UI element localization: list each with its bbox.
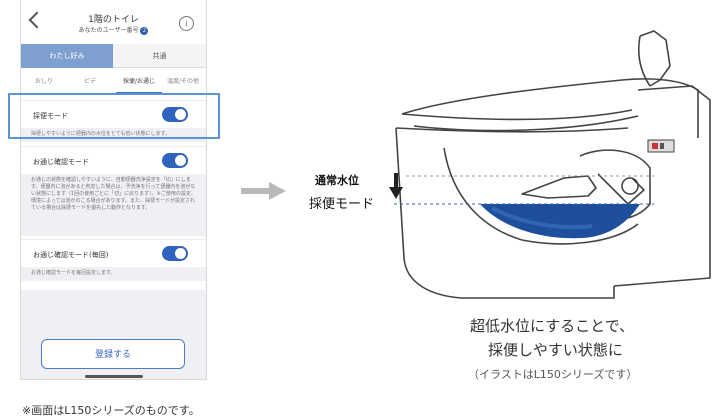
category-tabs: おしり ビデ 採便/お通じ 温度/その他 [21, 68, 206, 95]
register-button[interactable]: 登録する [41, 339, 185, 369]
toggle-knob [175, 109, 186, 120]
setting-row-saiben-mode: 採便モード [21, 100, 206, 129]
setting-label: お通じ確認モード [33, 158, 89, 166]
setting-label: 採便モード [33, 112, 68, 120]
caption-line-3: （イラストはL150シリーズです） [468, 368, 638, 381]
user-number-label: あなたのユーザー番号 [78, 27, 139, 34]
setting-label: お通じ確認モード(毎回) [33, 251, 109, 259]
toggle-knob [175, 248, 186, 259]
footnote: ※画面はL150シリーズのものです。 [22, 404, 200, 417]
toggle-saiben-mode[interactable] [162, 107, 188, 122]
setting-row-otsuji-check: お通じ確認モード [21, 146, 206, 175]
tab-temperature-other[interactable]: 温度/その他 [166, 78, 200, 85]
toilet-illustration [394, 30, 711, 299]
toggle-otsuji-check[interactable] [162, 153, 188, 168]
highlight-frame [8, 93, 220, 139]
toggle-knob [175, 155, 186, 166]
saiben-mode-level-label: 採便モード [309, 197, 375, 212]
page-title: 1階のトイレ [88, 15, 139, 25]
arrow-right-icon [241, 182, 286, 200]
caption-line-1: 超低水位にすることで、 [470, 317, 635, 335]
phone-screen: 1階のトイレ あなたのユーザー番号 2 i わたし好み 共通 おしり ビデ 採便… [20, 0, 207, 380]
tab-oshiri[interactable]: おしり [34, 78, 53, 85]
caption-line-2: 採便しやすい状態に [488, 341, 623, 359]
segment-control: わたし好み 共通 [21, 44, 206, 68]
setting-description: お通じ確認モードを毎回設定します。 [21, 267, 206, 281]
user-number-badge: 2 [140, 26, 149, 35]
home-indicator [85, 375, 143, 378]
info-icon[interactable]: i [179, 16, 194, 31]
user-number-line: あなたのユーザー番号 2 [21, 25, 206, 35]
app-header: 1階のトイレ あなたのユーザー番号 2 i [21, 0, 206, 45]
toggle-otsuji-check-every-time[interactable] [162, 246, 188, 261]
normal-water-level-label: 通常水位 [315, 174, 359, 187]
setting-description: お通じの状態を確認しやすいように、自動便器洗浄設定を「切」にします。便器内に泡が… [21, 174, 206, 236]
tab-saiben[interactable]: 採便/お通じ [122, 78, 156, 85]
tab-bidet[interactable]: ビデ [83, 78, 96, 85]
segment-common[interactable]: 共通 [113, 44, 206, 68]
segment-my-preference[interactable]: わたし好み [21, 44, 113, 68]
setting-row-otsuji-check-every-time: お通じ確認モード(毎回) [21, 239, 206, 268]
arrow-down-icon [389, 173, 403, 199]
